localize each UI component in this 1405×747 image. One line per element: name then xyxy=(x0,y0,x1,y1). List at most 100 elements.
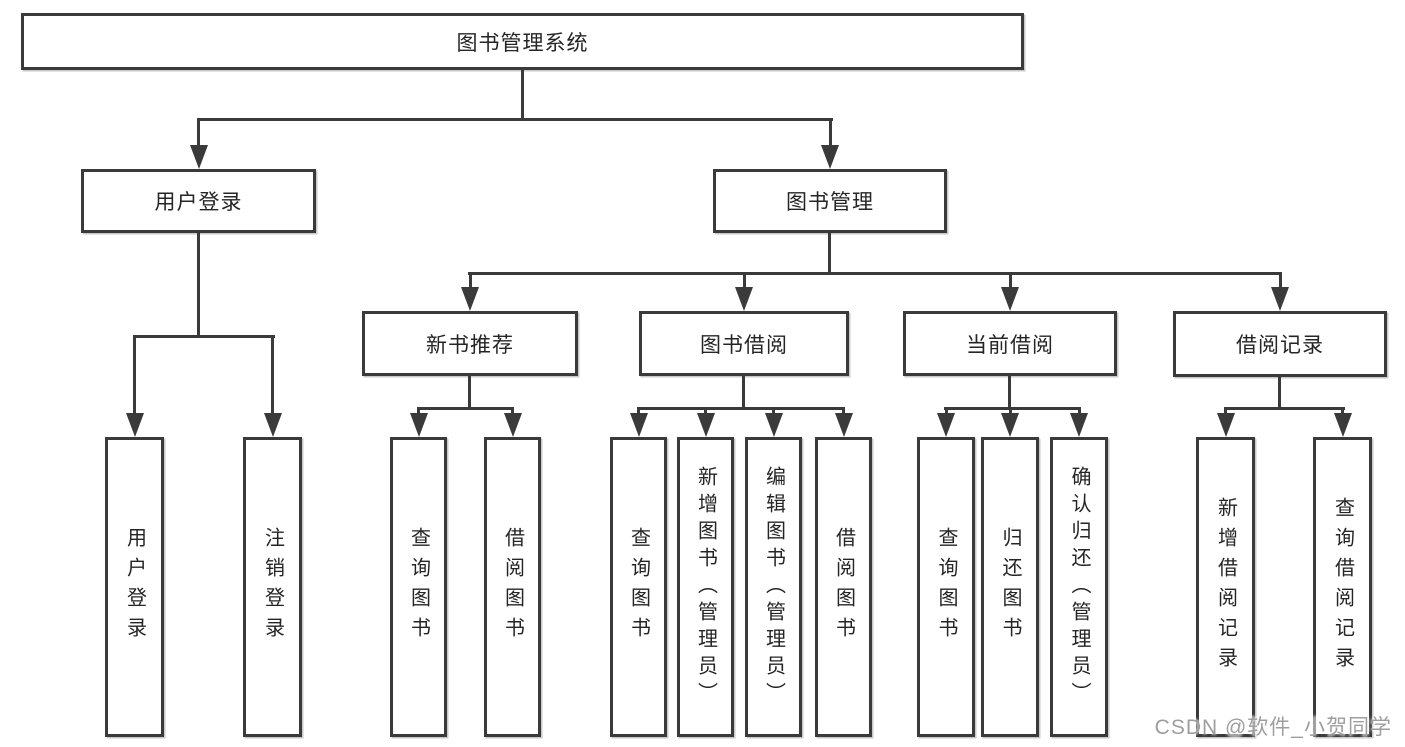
node-book-borrow-label: 图书借阅 xyxy=(700,333,788,357)
arrow-to-leaf xyxy=(1070,410,1088,437)
arrow-to-leaf xyxy=(696,410,715,437)
arrow-to-leaf xyxy=(503,410,522,437)
arrowhead-down-icon xyxy=(629,413,648,437)
arrowhead-down-icon xyxy=(409,413,428,437)
connector-new-books-stem xyxy=(468,376,471,407)
leaf-borrow-books-newbooks: 借阅图书 xyxy=(484,437,541,737)
leaf-query-books-label: 查询图书 xyxy=(627,527,650,647)
node-book-mgmt: 图书管理 xyxy=(713,169,947,233)
arrow-to-leaf-login xyxy=(125,338,144,437)
arrow-stem xyxy=(1077,410,1081,413)
node-borrow-records: 借阅记录 xyxy=(1173,311,1387,377)
arrow-stem xyxy=(1224,410,1227,413)
leaf-edit-books-admin-label: 编辑图书（管理员） xyxy=(762,465,785,709)
node-library-system-label: 图书管理系统 xyxy=(456,31,589,55)
arrow-stem xyxy=(468,275,472,287)
node-library-system: 图书管理系统 xyxy=(21,13,1024,70)
leaf-borrow-books-label: 借阅图书 xyxy=(501,527,524,647)
leaf-query-borrow-record-label: 查询借阅记录 xyxy=(1331,497,1354,677)
node-current-borrow: 当前借阅 xyxy=(903,311,1117,376)
leaf-confirm-return-admin: 确认归还（管理员） xyxy=(1050,437,1108,737)
arrowhead-down-icon xyxy=(735,287,753,311)
connector-root-hline xyxy=(197,118,833,121)
node-book-mgmt-label: 图书管理 xyxy=(786,191,874,214)
arrow-to-leaf xyxy=(1001,410,1019,437)
arrow-stem xyxy=(828,121,832,145)
arrow-stem xyxy=(1278,275,1282,287)
arrow-stem xyxy=(704,410,707,413)
leaf-borrow-books-label: 借阅图书 xyxy=(832,527,855,647)
arrow-to-leaf xyxy=(629,410,648,437)
arrow-to-user-login xyxy=(189,121,208,169)
arrowhead-down-icon xyxy=(821,145,839,169)
connector-user-login-hline xyxy=(133,335,275,338)
arrow-stem xyxy=(1341,410,1344,413)
leaf-user-login-label: 用户登录 xyxy=(123,527,146,647)
arrow-stem xyxy=(133,338,136,413)
connector-borrow-records-stem xyxy=(1278,377,1281,407)
leaf-return-books: 归还图书 xyxy=(981,437,1039,737)
arrow-to-leaf xyxy=(1333,410,1352,437)
leaf-query-books-current: 查询图书 xyxy=(917,437,975,737)
arrow-to-leaf xyxy=(834,410,853,437)
leaf-add-books-admin-label: 新增图书（管理员） xyxy=(694,465,717,709)
node-borrow-records-label: 借阅记录 xyxy=(1236,334,1324,357)
arrow-to-book-mgmt xyxy=(821,121,839,169)
arrow-stem xyxy=(842,410,845,413)
connector-borrow-records-hline xyxy=(1224,407,1345,410)
arrow-stem xyxy=(637,410,640,413)
leaf-query-books-label: 查询图书 xyxy=(407,527,430,647)
node-book-borrow: 图书借阅 xyxy=(639,311,849,376)
csdn-watermark: CSDN @软件_小贺同学 xyxy=(1154,716,1392,739)
node-new-books-label: 新书推荐 xyxy=(426,333,514,357)
arrow-stem xyxy=(197,121,200,145)
arrowhead-down-icon xyxy=(1001,413,1019,437)
arrowhead-down-icon xyxy=(263,413,282,437)
arrowhead-down-icon xyxy=(1070,413,1088,437)
leaf-add-borrow-record-label: 新增借阅记录 xyxy=(1214,497,1237,677)
arrowhead-down-icon xyxy=(1216,413,1235,437)
connector-current-borrow-stem xyxy=(1008,376,1011,407)
leaf-logout: 注销登录 xyxy=(243,437,302,737)
arrowhead-down-icon xyxy=(189,145,208,169)
arrow-to-leaf xyxy=(764,410,783,437)
leaf-query-borrow-record: 查询借阅记录 xyxy=(1313,437,1372,737)
arrowhead-down-icon xyxy=(125,413,144,437)
connector-user-login-stem xyxy=(197,233,200,335)
arrowhead-down-icon xyxy=(461,287,479,311)
leaf-borrow-books-borrow: 借阅图书 xyxy=(815,437,872,737)
connector-root-stem xyxy=(521,70,524,118)
arrowhead-down-icon xyxy=(937,413,955,437)
leaf-user-login: 用户登录 xyxy=(105,437,164,737)
leaf-return-books-label: 归还图书 xyxy=(999,527,1021,647)
leaf-query-books-newbooks: 查询图书 xyxy=(390,437,447,737)
arrow-to-leaf xyxy=(409,410,428,437)
connector-book-mgmt-hline xyxy=(468,272,1282,275)
arrowhead-down-icon xyxy=(1271,287,1289,311)
connector-new-books-hline xyxy=(417,407,514,410)
arrowhead-down-icon xyxy=(764,413,783,437)
arrow-stem xyxy=(742,275,746,287)
node-user-login: 用户登录 xyxy=(81,169,316,233)
arrow-stem xyxy=(944,410,948,413)
leaf-query-books-label: 查询图书 xyxy=(935,527,957,647)
arrowhead-down-icon xyxy=(503,413,522,437)
arrow-stem xyxy=(271,338,274,413)
leaf-edit-books-admin: 编辑图书（管理员） xyxy=(745,437,802,737)
leaf-logout-label: 注销登录 xyxy=(261,527,284,647)
leaf-add-books-admin: 新增图书（管理员） xyxy=(677,437,734,737)
node-new-books: 新书推荐 xyxy=(362,311,578,376)
arrow-to-book-borrow xyxy=(735,275,753,311)
arrow-to-leaf-logout xyxy=(263,338,282,437)
arrow-to-leaf xyxy=(1216,410,1235,437)
arrow-to-leaf xyxy=(937,410,955,437)
arrow-to-new-books xyxy=(461,275,479,311)
arrow-stem xyxy=(772,410,775,413)
arrowhead-down-icon xyxy=(1333,413,1352,437)
connector-book-mgmt-stem xyxy=(828,233,831,272)
leaf-query-books-borrow: 查询图书 xyxy=(610,437,667,737)
arrowhead-down-icon xyxy=(834,413,853,437)
leaf-confirm-return-admin-label: 确认归还（管理员） xyxy=(1068,465,1090,709)
connector-book-borrow-stem xyxy=(742,376,745,407)
